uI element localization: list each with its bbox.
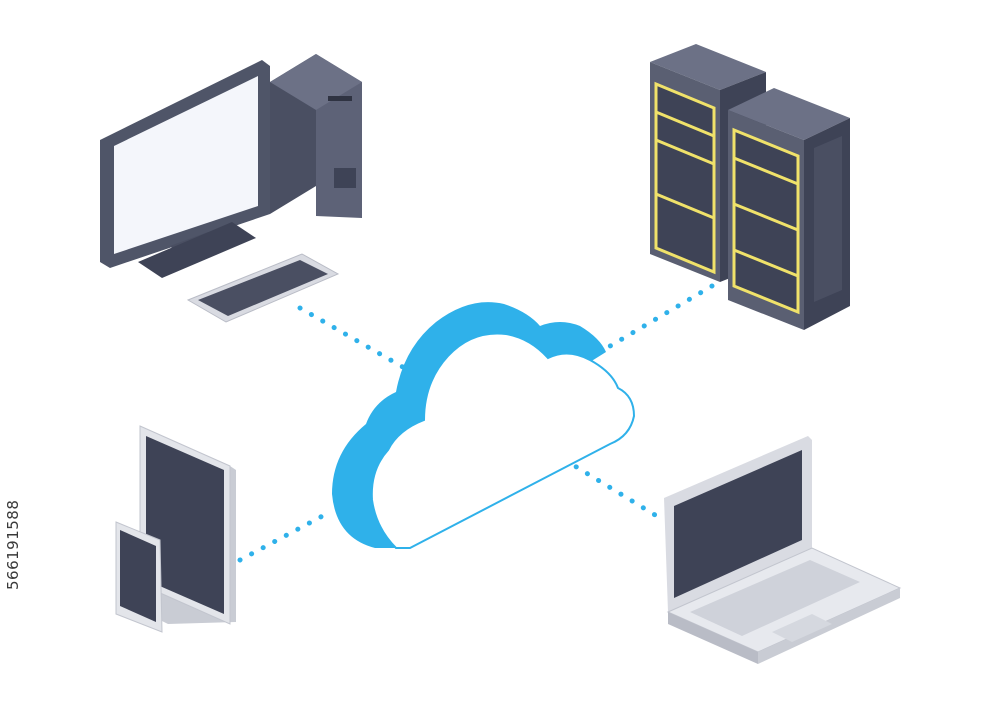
stock-id-text: 566191588 (4, 499, 22, 590)
tower-vent (334, 168, 356, 188)
connector-desktop-cloud (297, 305, 411, 373)
rack2-vent (814, 136, 842, 302)
tablet-phone-icon (115, 425, 236, 633)
laptop-base-edge (668, 612, 758, 664)
rack2-panel (732, 127, 800, 315)
desktop-computer-icon (100, 54, 362, 323)
laptop-icon (664, 436, 902, 664)
rack1-top (650, 44, 766, 90)
rack1-shelf (655, 110, 715, 138)
connector-tablets-cloud (237, 509, 333, 563)
cloud-icon (332, 302, 636, 549)
tower-drive-slot (328, 96, 352, 101)
monitor-base (138, 222, 256, 278)
rack1-shelf (655, 192, 715, 220)
server-rack-icon (650, 44, 850, 330)
tablet-screen (146, 436, 224, 614)
cloud-front (370, 332, 636, 549)
laptop-trackpad (772, 614, 832, 642)
rack1-shelf (655, 138, 715, 166)
rack2-shelf (733, 156, 799, 186)
connector-laptop-cloud (562, 457, 663, 521)
rack2-shelf (733, 202, 799, 232)
connectors (237, 283, 715, 563)
rack2-top (728, 88, 850, 140)
connector-servers-cloud (597, 283, 715, 355)
laptop-keyboard (690, 560, 860, 636)
rack1-panel (654, 81, 716, 275)
monitor-screen (114, 76, 258, 254)
phone-screen (120, 530, 156, 622)
cloud-side (332, 302, 606, 548)
laptop-base-edge-side (758, 588, 900, 664)
laptop-screen (674, 450, 802, 598)
rack2-shelf (733, 248, 799, 278)
keyboard-keys (198, 260, 328, 316)
